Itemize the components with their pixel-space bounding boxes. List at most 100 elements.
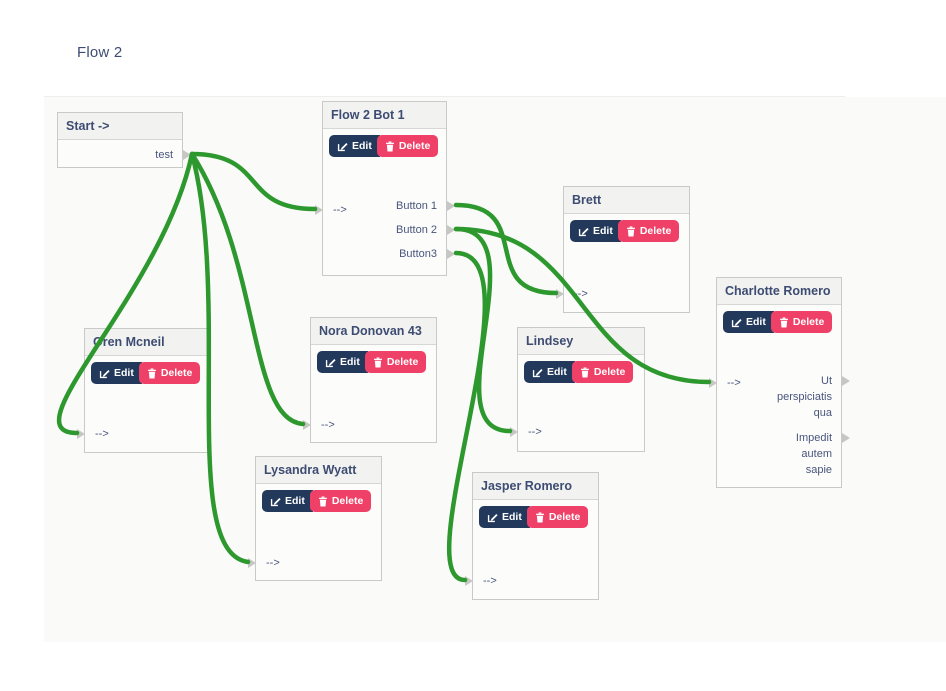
input-port[interactable]: [303, 420, 311, 430]
edit-button-label: Edit: [746, 316, 766, 328]
edit-button[interactable]: Edit: [91, 362, 142, 384]
trash-icon: [385, 140, 395, 152]
node-title-lindsey[interactable]: Lindsey: [518, 328, 644, 355]
node-title-charlotte[interactable]: Charlotte Romero: [717, 278, 841, 305]
node-title-lysandra[interactable]: Lysandra Wyatt: [256, 457, 381, 484]
node-title-brett[interactable]: Brett: [564, 187, 689, 214]
delete-button[interactable]: Delete: [526, 506, 589, 528]
output-port[interactable]: [183, 150, 191, 160]
input-port[interactable]: [510, 427, 518, 437]
node-title-oren[interactable]: Oren Mcneil: [85, 329, 209, 356]
edit-button[interactable]: Edit: [479, 506, 530, 528]
node-title-jasper[interactable]: Jasper Romero: [473, 473, 598, 500]
edit-icon: [99, 368, 110, 379]
delete-button[interactable]: Delete: [309, 490, 372, 512]
input-port-label: -->: [483, 575, 497, 587]
delete-button[interactable]: Delete: [376, 135, 439, 157]
delete-button[interactable]: Delete: [364, 351, 427, 373]
edit-icon: [337, 141, 348, 152]
node-actions: Edit Delete: [723, 311, 841, 333]
output-label-line: qua: [813, 407, 832, 419]
flow-title: Flow 2: [77, 43, 123, 61]
output-port[interactable]: [842, 376, 850, 386]
output-label: Button3: [399, 246, 437, 262]
trash-icon: [626, 225, 636, 237]
output-label-line: Ut: [821, 375, 832, 387]
delete-button[interactable]: Delete: [617, 220, 680, 242]
node-actions: Edit Delete: [262, 490, 381, 512]
node-actions: Edit Delete: [329, 135, 446, 157]
node-title-start[interactable]: Start ->: [58, 113, 182, 140]
edit-button-label: Edit: [285, 495, 305, 507]
node-actions: Edit Delete: [91, 362, 209, 384]
delete-button[interactable]: Delete: [138, 362, 201, 384]
input-port[interactable]: [465, 576, 473, 586]
delete-button[interactable]: Delete: [770, 311, 833, 333]
edit-button[interactable]: Edit: [570, 220, 621, 242]
node-title-nora[interactable]: Nora Donovan 43: [311, 318, 436, 345]
delete-button-label: Delete: [331, 495, 364, 507]
edit-icon: [532, 367, 543, 378]
delete-button-label: Delete: [398, 140, 431, 152]
edit-button[interactable]: Edit: [329, 135, 380, 157]
trash-icon: [373, 356, 383, 368]
input-port[interactable]: [315, 205, 323, 215]
input-port-label: -->: [266, 557, 280, 569]
flow-node-start[interactable]: Start -> test: [57, 112, 191, 168]
delete-button-label: Delete: [639, 225, 672, 237]
edit-button[interactable]: Edit: [524, 361, 575, 383]
output-port[interactable]: [447, 201, 455, 211]
edit-icon: [578, 226, 589, 237]
input-port-label: -->: [574, 288, 588, 300]
output-label-line: sapie: [805, 464, 832, 476]
edit-button-label: Edit: [547, 366, 567, 378]
output-label-line: Button 1: [396, 200, 437, 212]
delete-button-label: Delete: [593, 366, 626, 378]
edit-button[interactable]: Edit: [317, 351, 368, 373]
output-label-line: Button 2: [396, 224, 437, 236]
input-port-label: -->: [95, 428, 109, 440]
node-actions: Edit Delete: [524, 361, 644, 383]
input-port-label: -->: [333, 204, 347, 216]
flow-node-bot1[interactable]: Flow 2 Bot 1 Edit Delete --> Button 1 Button …: [315, 101, 455, 276]
trash-icon: [535, 511, 545, 523]
edit-button-label: Edit: [340, 356, 360, 368]
input-port[interactable]: [248, 558, 256, 568]
node-title-bot1[interactable]: Flow 2 Bot 1: [323, 102, 446, 129]
delete-button-label: Delete: [792, 316, 825, 328]
input-port-label: -->: [727, 377, 741, 389]
edit-button-label: Edit: [114, 367, 134, 379]
output-label-line: Impedit: [795, 432, 832, 444]
delete-button-label: Delete: [386, 356, 419, 368]
trash-icon: [147, 367, 157, 379]
trash-icon: [318, 495, 328, 507]
input-port[interactable]: [77, 429, 85, 439]
node-actions: Edit Delete: [317, 351, 436, 373]
input-port[interactable]: [556, 289, 564, 299]
output-port[interactable]: [842, 433, 850, 443]
output-port[interactable]: [447, 249, 455, 259]
input-port[interactable]: [709, 378, 717, 388]
node-actions: Edit Delete: [570, 220, 689, 242]
trash-icon: [779, 316, 789, 328]
edit-icon: [487, 512, 498, 523]
delete-button-label: Delete: [548, 511, 581, 523]
output-label-line: Button3: [399, 248, 437, 260]
edit-button[interactable]: Edit: [262, 490, 313, 512]
input-port-label: -->: [528, 426, 542, 438]
delete-button[interactable]: Delete: [571, 361, 634, 383]
edit-button[interactable]: Edit: [723, 311, 774, 333]
output-label-line: test: [155, 149, 173, 161]
output-port[interactable]: [447, 225, 455, 235]
edit-button-label: Edit: [502, 511, 522, 523]
